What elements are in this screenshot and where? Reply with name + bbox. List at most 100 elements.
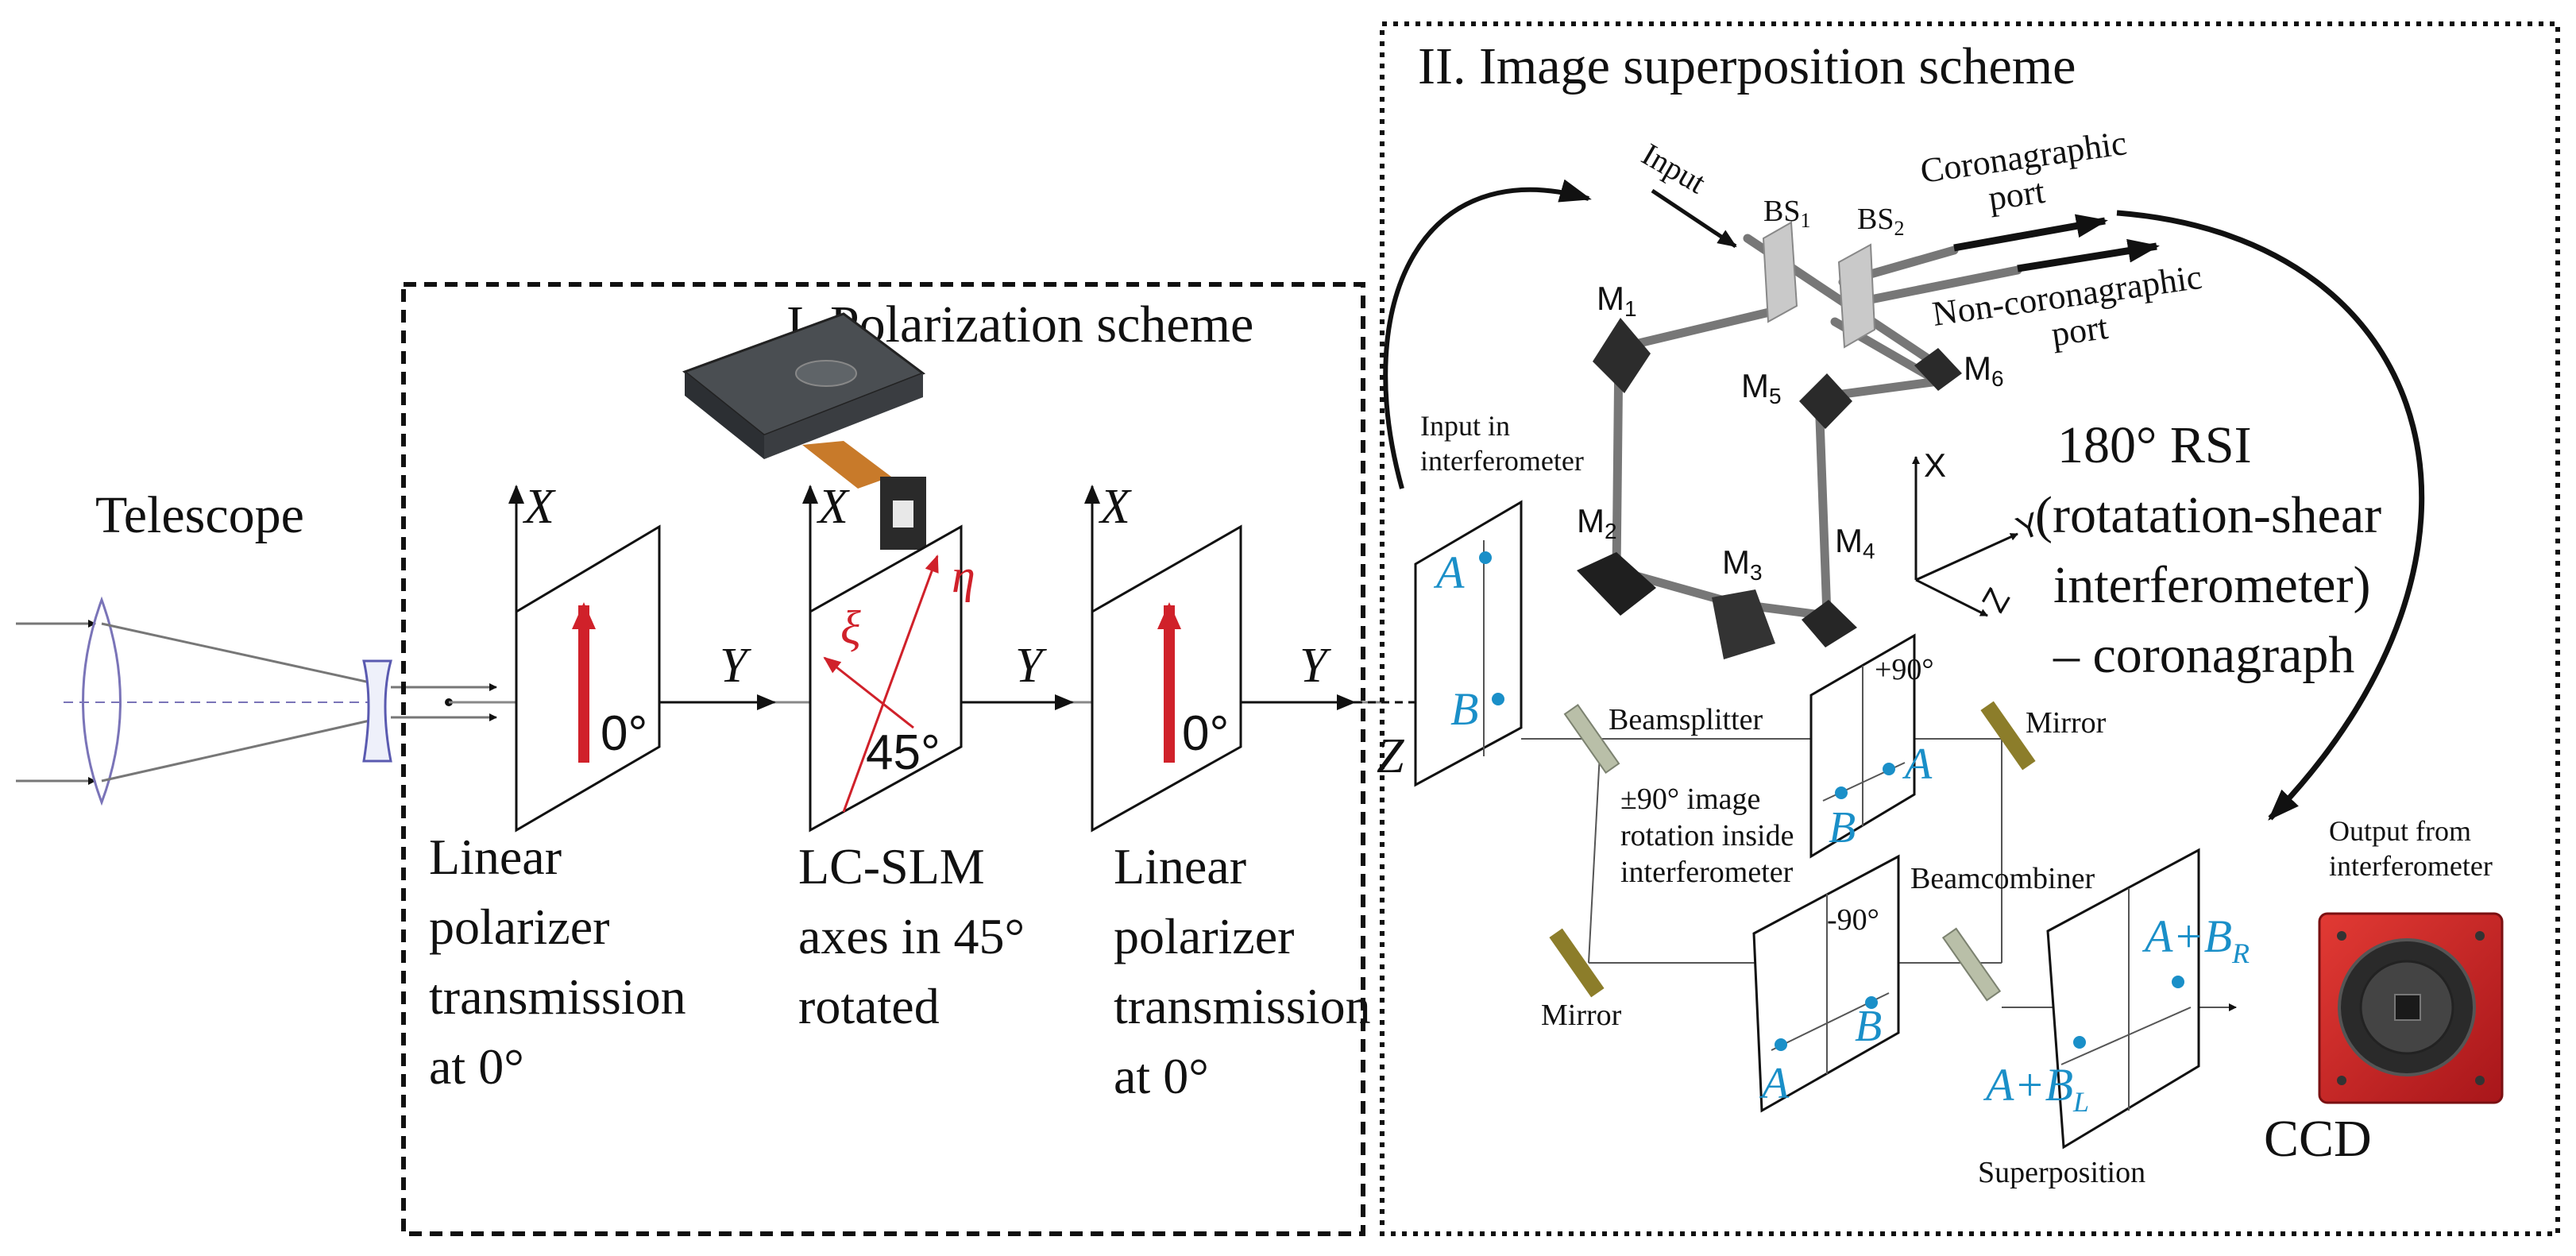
point-right-marker — [2172, 976, 2184, 988]
coronagraphic-port-label: Coronagraphic port — [1918, 122, 2143, 226]
input-plane: Input in interferometer A B — [1414, 410, 1584, 787]
x-axis-label: X — [816, 480, 850, 534]
angle-label: 0° — [1182, 706, 1229, 761]
beamcombiner-icon — [1941, 927, 2002, 1002]
point-b-marker — [1865, 996, 1878, 1009]
y-axis-label: Y — [1015, 639, 1047, 693]
eta-axis-arrow — [842, 555, 939, 813]
point-a-label: A — [1759, 1059, 1790, 1108]
x-axis-label: X — [1098, 480, 1132, 534]
beamsplitter-icon — [1563, 704, 1620, 774]
eta-label: η — [952, 550, 975, 602]
rsi-x-label: X — [1924, 446, 1946, 484]
interferometer-layout: Beamsplitter Mirror Mirror Beamcombiner … — [1521, 633, 2504, 1189]
m3-mirror-icon — [1712, 589, 1775, 659]
minus90-plane: -90° A B — [1752, 854, 1900, 1113]
superposition-image-plane — [2046, 848, 2200, 1150]
angle-label: 0° — [601, 706, 647, 761]
mirror-left-icon — [1549, 928, 1605, 998]
point-left-marker — [2073, 1036, 2086, 1049]
m6-mirror-icon — [1914, 348, 1962, 391]
xi-axis-arrow — [823, 656, 914, 729]
a-plus-b-l-label: A+BL — [1983, 1059, 2089, 1118]
output-from-interferometer-label: Output from interferometer — [2329, 815, 2493, 882]
m4-label: M4 — [1835, 522, 1875, 563]
polarizer-1: X Y 0° Linear polarizer transmission at … — [429, 480, 776, 1095]
bs2-label: BS2 — [1857, 203, 1904, 240]
lc-slm: X Y ξ η 45° LC-SLM axes in 45° rotated — [682, 312, 1074, 1034]
slm-plane — [809, 524, 963, 833]
collimating-lens-icon — [362, 659, 392, 763]
output-horizontal-axis — [2060, 1007, 2192, 1065]
point-a-label: A — [1902, 740, 1933, 789]
angle-label: 45° — [866, 725, 940, 780]
non-coronagraphic-port-arrow — [2017, 238, 2160, 272]
rsi-z-axis — [1915, 578, 1988, 617]
point-b-marker — [1835, 786, 1848, 799]
superposition-label: Superposition — [1978, 1156, 2145, 1189]
m1-label: M1 — [1597, 280, 1637, 321]
bs1-label: BS1 — [1763, 195, 1810, 232]
m4-mirror-icon — [1802, 600, 1857, 647]
a-plus-b-r-label: A+BR — [2142, 910, 2250, 969]
ccd-label: CCD — [2264, 1110, 2372, 1168]
m1-mirror-icon — [1593, 318, 1651, 393]
input-label: Input — [1636, 136, 1713, 200]
coronagraphic-port-arrow — [1953, 214, 2108, 252]
plus90-plane: +90° A B — [1809, 633, 1934, 859]
superposition-title: II. Image superposition scheme — [1418, 37, 2076, 95]
mirror-right-label: Mirror — [2026, 706, 2107, 740]
point-b-marker — [1492, 693, 1504, 705]
plus90-angle-label: +90° — [1875, 653, 1934, 686]
telescope-label: Telescope — [95, 486, 304, 544]
z-axis-label: Z — [1377, 729, 1404, 783]
input-interferometer-label: Input in interferometer — [1420, 410, 1584, 477]
polarizer-caption: Linear polarizer transmission at 0° — [429, 829, 699, 1095]
objective-lens-icon — [82, 596, 122, 806]
y-axis-label: Y — [720, 639, 751, 693]
point-a-marker — [1479, 551, 1492, 564]
output-plane: A+BR A+BL — [1983, 848, 2250, 1150]
slm-device-icon — [682, 312, 926, 550]
m6-label: M6 — [1964, 350, 2004, 391]
rsi-y-axis — [1915, 532, 2018, 582]
bs1-icon — [1762, 221, 1798, 323]
input-curved-arrow — [1383, 179, 1592, 489]
point-b-label: B — [1829, 803, 1856, 852]
image-superposition-box — [1380, 21, 2560, 1236]
minus90-angle-label: -90° — [1827, 903, 1879, 937]
converging-ray-bottom — [101, 718, 374, 783]
point-b-label: B — [1855, 1002, 1882, 1051]
beamsplitter-label: Beamsplitter — [1609, 703, 1763, 736]
mirror-left-label: Mirror — [1541, 999, 1622, 1032]
rotation-note: ±90° image rotation inside interferomete… — [1620, 783, 1802, 889]
telescope: Telescope — [16, 486, 497, 806]
mirror-right-icon — [1980, 701, 2036, 771]
m2-mirror-icon — [1577, 552, 1656, 616]
m3-label: M3 — [1722, 543, 1763, 585]
beamcombiner-label: Beamcombiner — [1910, 862, 2095, 895]
slm-caption: LC-SLM axes in 45° rotated — [798, 838, 1037, 1034]
m5-label: M5 — [1741, 367, 1782, 408]
input-arrow — [1651, 188, 1737, 249]
m5-mirror-icon — [1799, 373, 1852, 429]
x-axis-label: X — [522, 480, 556, 534]
point-a-label: A — [1433, 547, 1465, 598]
m2-label: M2 — [1577, 502, 1617, 543]
rsi-title: 180° RSI (rotatation-shear interferomete… — [2035, 416, 2395, 684]
point-b-label: B — [1450, 683, 1478, 735]
xi-label: ξ — [840, 601, 861, 654]
output-curved-arrow — [2116, 210, 2424, 821]
polarizer-caption: Linear polarizer transmission at 0° — [1114, 838, 1384, 1104]
polarization-scheme-box — [401, 282, 1365, 1236]
bs2-icon — [1837, 243, 1876, 349]
input-image-plane — [1414, 500, 1523, 787]
polarizer-2: X Y 0° Linear polarizer transmission at … — [1084, 480, 1384, 1104]
converging-ray-top — [101, 622, 374, 685]
point-a-marker — [1775, 1038, 1787, 1051]
point-a-marker — [1883, 763, 1895, 775]
y-axis-label: Y — [1300, 639, 1331, 693]
ccd-camera-icon — [2318, 912, 2504, 1104]
